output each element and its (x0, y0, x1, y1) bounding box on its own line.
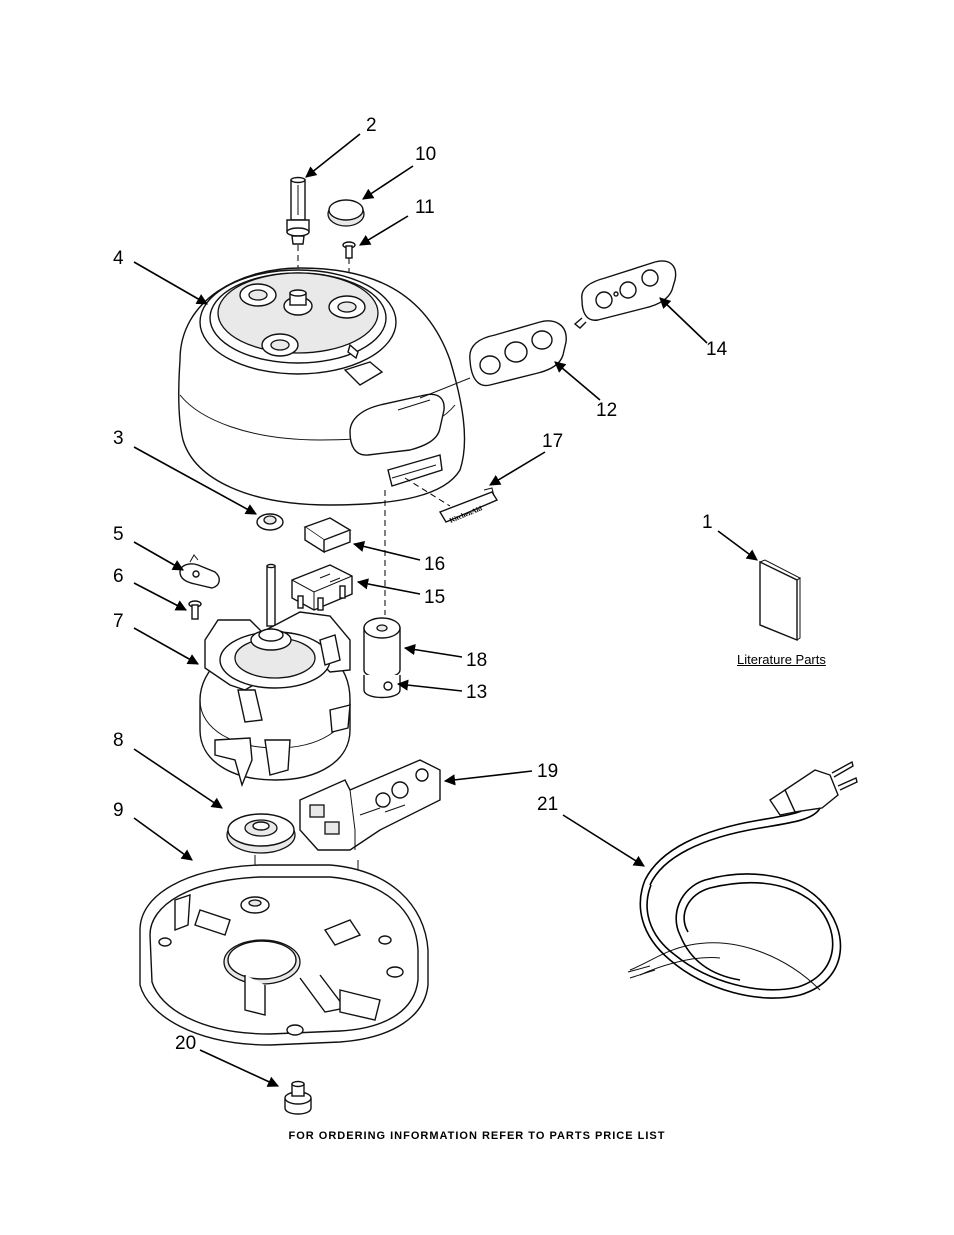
callout-5: 5 (113, 524, 124, 545)
part-13-end-cap (364, 675, 400, 698)
part-1-literature (760, 560, 800, 640)
callout-15: 15 (424, 587, 445, 608)
callout-14: 14 (706, 339, 728, 360)
part-6-screw (189, 601, 201, 619)
callout-10: 10 (415, 144, 436, 165)
callout-17: 17 (542, 431, 563, 452)
part-20-foot (285, 1082, 311, 1115)
callout-4: 4 (113, 248, 124, 269)
part-8-seal (227, 814, 295, 853)
part-10-cap (328, 200, 364, 226)
callout-12: 12 (596, 400, 617, 421)
part-9-base (140, 865, 428, 1045)
callout-19: 19 (537, 761, 558, 782)
callout-11: 11 (415, 197, 435, 218)
callout-8: 8 (113, 730, 124, 751)
literature-parts-label: Literature Parts (737, 652, 826, 667)
part-4-motor-housing (179, 268, 465, 505)
callout-18: 18 (466, 650, 487, 671)
part-2-drive-coupler (287, 178, 309, 245)
part-19-switch-board (300, 760, 440, 850)
part-17-badge: KitchenAid (440, 488, 497, 525)
part-21-power-cord (628, 762, 857, 998)
callout-1: 1 (702, 512, 713, 533)
callout-16: 16 (424, 554, 445, 575)
callout-9: 9 (113, 800, 124, 821)
part-3-bearing (257, 514, 283, 530)
part-14-membrane (575, 261, 676, 328)
callout-3: 3 (113, 428, 124, 449)
part-15-terminal-block (292, 565, 352, 610)
part-18-cylinder (364, 618, 400, 678)
callout-20: 20 (175, 1033, 196, 1054)
part-11-screw (343, 242, 355, 258)
part-12-control-panel (470, 321, 566, 386)
callout-21: 21 (537, 794, 558, 815)
part-5-bracket (180, 555, 219, 588)
callout-13: 13 (466, 682, 487, 703)
callout-6: 6 (113, 566, 124, 587)
callout-2: 2 (366, 115, 377, 136)
part-16-clip (305, 518, 350, 552)
callout-7: 7 (113, 611, 124, 632)
footer-note: FOR ORDERING INFORMATION REFER TO PARTS … (0, 1130, 954, 1142)
